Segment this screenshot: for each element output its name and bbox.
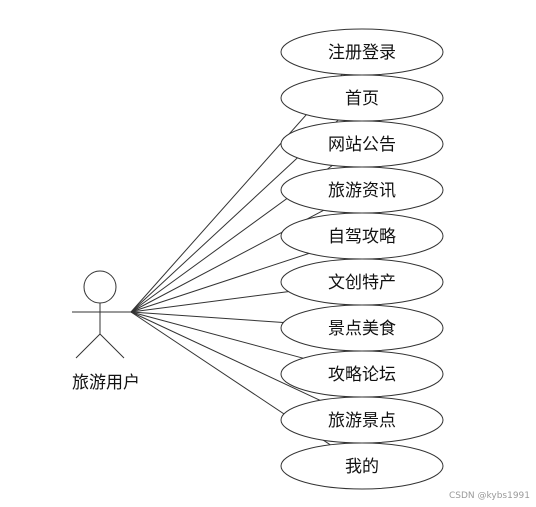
use-case-label: 景点美食 [328, 319, 396, 339]
use-case-scenic-spots: 旅游景点 [280, 396, 444, 444]
association-line [130, 311, 284, 323]
use-case-label: 旅游景点 [328, 411, 396, 431]
use-case-label: 攻略论坛 [328, 365, 396, 385]
use-case-label: 旅游资讯 [328, 181, 396, 201]
use-case-guide-forum: 攻略论坛 [280, 350, 444, 398]
use-case-label: 注册登录 [328, 43, 396, 63]
watermark: CSDN @kybs1991 [448, 491, 530, 501]
association-line [130, 311, 321, 401]
actor: 旅游用户 [72, 270, 140, 393]
use-case-label: 我的 [345, 457, 379, 477]
use-case-label: 自驾攻略 [328, 227, 396, 247]
actor-right-leg [99, 333, 125, 359]
use-case-self-drive-guide: 自驾攻略 [280, 212, 444, 260]
use-case-ellipse [280, 442, 444, 490]
use-case-label: 文创特产 [328, 273, 396, 293]
use-case-list: 注册登录 首页 网站公告 旅游资讯 自驾攻略 文创特产 景点美食 攻略论坛 [280, 28, 444, 490]
use-case-scenic-food: 景点美食 [280, 304, 444, 352]
use-case-home: 首页 [280, 74, 444, 122]
use-case-label: 首页 [345, 89, 379, 109]
association-line [130, 252, 310, 313]
association-line [130, 311, 304, 359]
use-case-label: 网站公告 [328, 135, 396, 155]
use-case-announcement: 网站公告 [280, 120, 444, 168]
actor-label: 旅游用户 [72, 373, 140, 393]
use-case-register-login: 注册登录 [280, 28, 444, 76]
use-case-cultural-products: 文创特产 [280, 258, 444, 306]
actor-left-leg [75, 333, 101, 359]
association-line [130, 291, 289, 313]
actor-head [83, 270, 117, 304]
use-case-mine: 我的 [280, 442, 444, 490]
use-case-travel-news: 旅游资讯 [280, 166, 444, 214]
